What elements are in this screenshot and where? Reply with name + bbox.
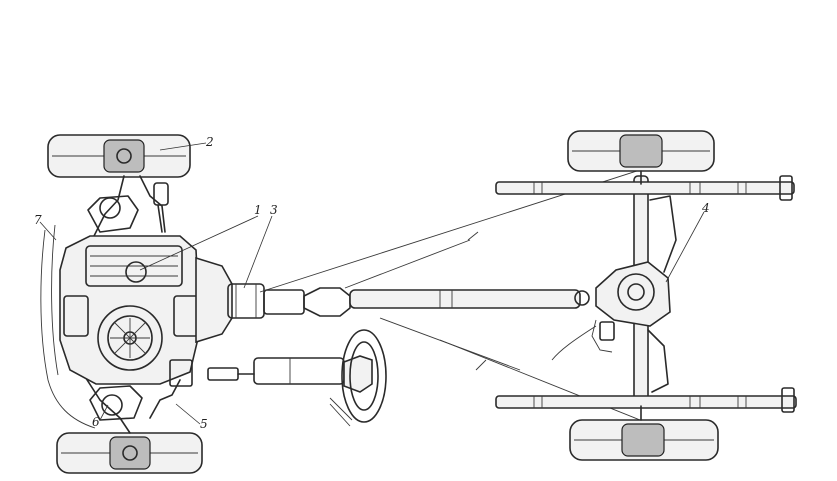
callout-6: 6 <box>92 415 100 429</box>
rear-crossmember-lower <box>495 387 797 413</box>
front-wheel-lower <box>56 432 203 474</box>
engine <box>59 235 201 385</box>
gearbox <box>169 256 265 387</box>
callout-3: 3 <box>270 203 278 217</box>
callout-leaders <box>39 142 705 425</box>
brake-lines <box>551 319 615 361</box>
front-wheel-upper <box>47 134 191 178</box>
propeller-shaft <box>263 287 590 317</box>
rear-wheel-upper <box>567 130 715 185</box>
rear-axle <box>595 175 677 407</box>
callout-2: 2 <box>205 135 214 149</box>
callout-5: 5 <box>200 417 208 431</box>
callout-4: 4 <box>701 201 710 215</box>
steering <box>253 329 387 427</box>
rear-wheel-lower <box>569 405 719 461</box>
rear-crossmember-upper <box>495 175 795 201</box>
callout-1: 1 <box>254 203 262 217</box>
callout-7: 7 <box>34 213 42 227</box>
